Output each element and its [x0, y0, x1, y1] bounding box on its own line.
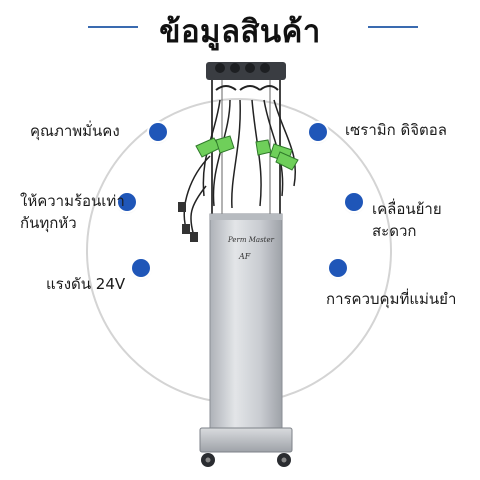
feature-dot-control — [329, 259, 347, 277]
title-rule-right — [368, 26, 418, 28]
feature-label-heat-line1: ให้ความร้อนเท่า — [20, 192, 125, 210]
green-heating-clips — [195, 135, 299, 171]
feature-dot-heat — [118, 193, 136, 211]
knob-1 — [215, 63, 225, 73]
title-rule-left — [88, 26, 138, 28]
knob-3 — [245, 63, 255, 73]
brand-script: Perm Master — [228, 236, 274, 244]
feature-label-heat-line2: กันทุกหัว — [20, 214, 77, 232]
feature-dot-voltage — [132, 259, 150, 277]
perm-machine-image — [178, 62, 299, 467]
knob-2 — [230, 63, 240, 73]
cabinet-base — [199, 427, 293, 453]
page-title: ข้อมูลสินค้า — [159, 14, 321, 50]
feature-label-move-line1: เคลื่อนย้าย — [372, 200, 442, 218]
feature-label-quality: คุณภาพมั่นคง — [30, 122, 120, 140]
cabinet-body — [209, 213, 283, 429]
knob-4 — [260, 63, 270, 73]
feature-label-ceramic: เซรามิก ดิจิตอล — [345, 121, 447, 139]
brand-logo: AF — [239, 252, 251, 261]
feature-dot-ceramic — [309, 123, 327, 141]
feature-label-control: การควบคุมที่แม่นยำ — [326, 290, 457, 308]
feature-label-move-line2: สะดวก — [372, 222, 417, 240]
feature-label-voltage: แรงดัน 24V — [46, 275, 126, 293]
feature-dot-quality — [149, 123, 167, 141]
feature-dot-move — [345, 193, 363, 211]
